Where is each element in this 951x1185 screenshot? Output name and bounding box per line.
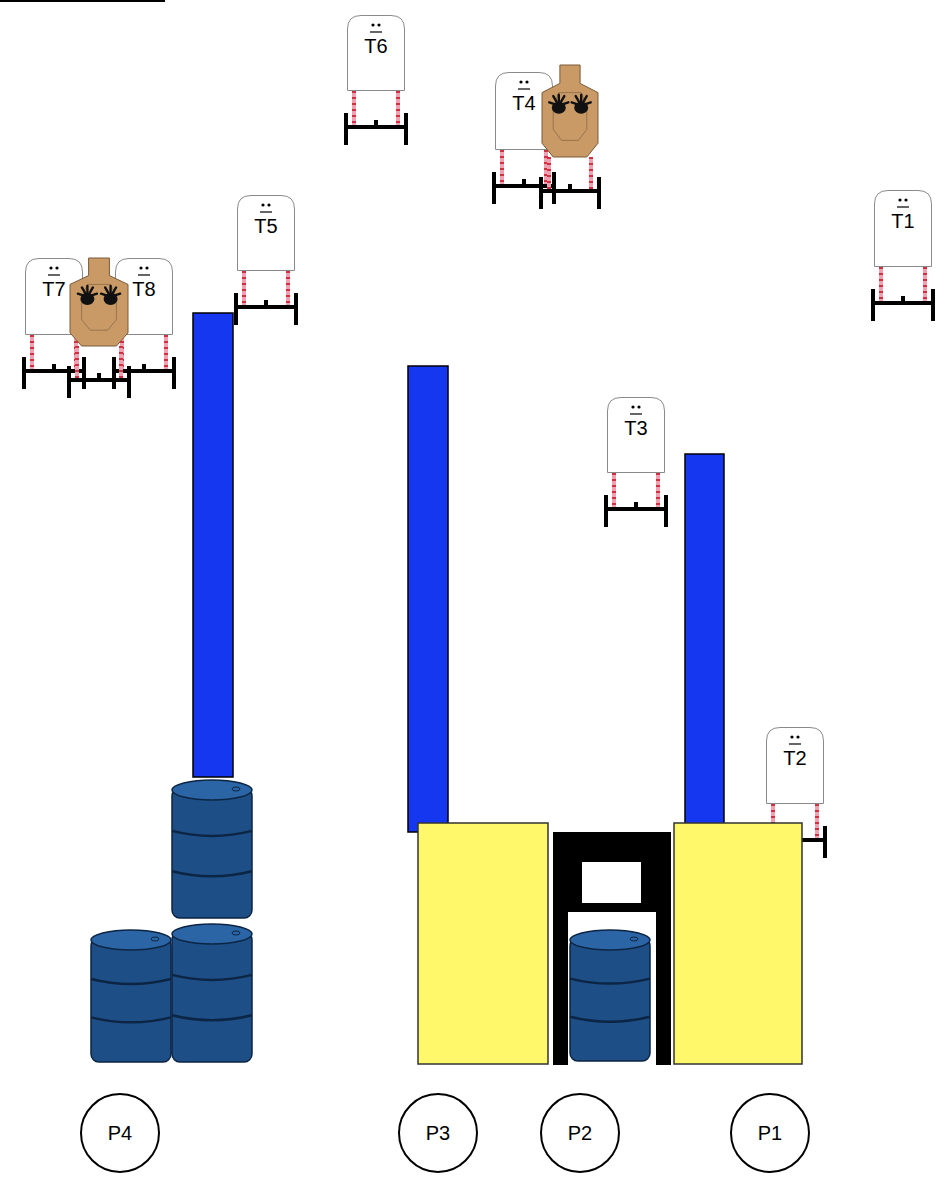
low-port [568,912,656,1065]
barrel [91,930,171,1062]
target-stand [604,473,668,527]
target-stand [67,346,131,398]
target-label: T1 [874,190,932,232]
shooting-position: P1 [730,1093,810,1173]
wall [685,454,724,825]
barricade-box [418,823,548,1064]
window-port [582,862,641,903]
header-rule [0,0,165,2]
target-label: T8 [115,258,173,300]
target: T3 [607,397,665,473]
barrel [172,924,252,1062]
wall [408,366,448,832]
target-stand [234,271,298,325]
barrel [570,930,650,1061]
barricade-box [674,823,802,1064]
shooting-position: P3 [398,1093,478,1173]
target: T1 [874,190,932,267]
target: T6 [347,15,405,91]
target: T2 [766,727,824,804]
target-label: T7 [25,258,83,300]
wall [193,313,233,777]
target-label: T6 [347,15,405,57]
position-label: P2 [568,1122,592,1144]
barrel [172,780,252,918]
target-label: T2 [766,727,824,769]
position-label: P4 [108,1122,132,1144]
target-label: T4 [495,72,553,114]
shooting-position: P2 [540,1093,620,1173]
target-stand [539,157,601,209]
target-label: T5 [237,195,295,237]
target: T5 [237,195,295,271]
position-label: P1 [758,1122,782,1144]
target-stand [492,150,556,204]
target-label: T3 [607,397,665,439]
position-label: P3 [426,1122,450,1144]
shooting-position: P4 [80,1093,160,1173]
target-stand [344,91,408,145]
target-stand [871,267,935,321]
no-shoot-target [542,65,598,157]
no-shoot-target [70,258,128,346]
window-frame [553,832,671,1065]
